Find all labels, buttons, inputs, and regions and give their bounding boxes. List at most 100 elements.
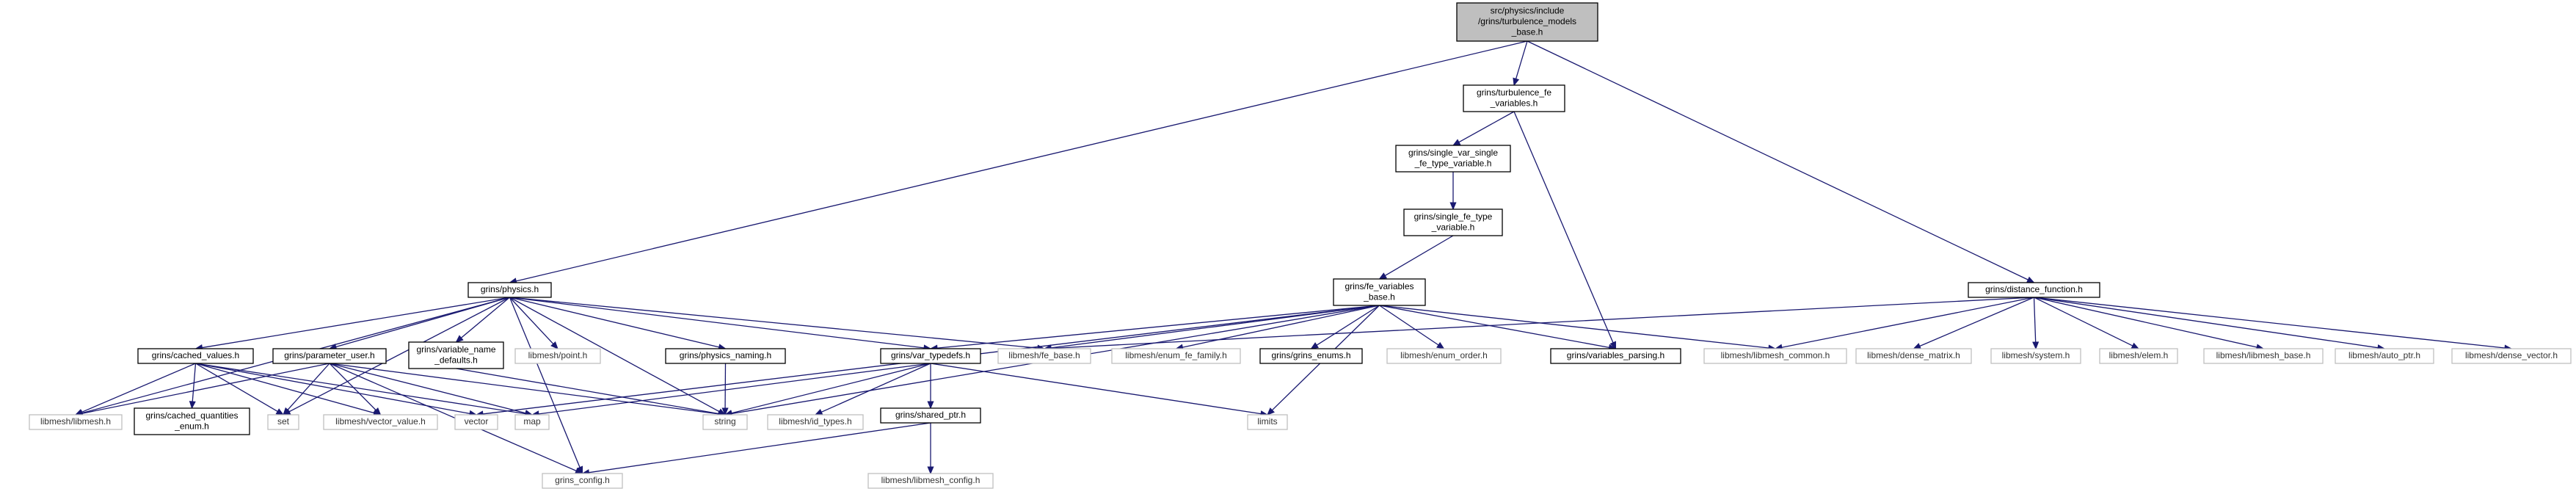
edge-fe_vars_base-to-libmesh_common	[1379, 305, 1769, 349]
node-label: grins/cached_quantities	[145, 410, 238, 421]
node-box	[408, 341, 504, 369]
node-box	[1463, 84, 1565, 112]
node-cached-values[interactable]: grins/cached_values.h	[137, 348, 254, 364]
node-label: grins/variable_name	[416, 344, 495, 355]
node-enum-fe-family: libmesh/enum_fe_family.h	[1111, 348, 1241, 364]
node-box	[514, 348, 601, 364]
node-label: _base.h	[1363, 291, 1395, 302]
node-single-var[interactable]: grins/single_var_single_fe_type_variable…	[1395, 145, 1511, 173]
arrowhead-icon	[283, 407, 291, 416]
edge-root-to-distance	[1527, 40, 2029, 280]
node-box	[1395, 145, 1511, 173]
node-box	[2335, 348, 2434, 364]
arrowhead-icon	[1609, 341, 1617, 350]
arrowhead-icon	[189, 401, 196, 410]
arrowhead-icon	[1449, 202, 1457, 211]
node-label: _defaults.h	[434, 355, 478, 365]
node-physics[interactable]: grins/physics.h	[467, 282, 552, 298]
node-label: _base.h	[1511, 27, 1543, 37]
edge-root-to-physics	[516, 40, 1528, 282]
node-label: grins/cached_values.h	[152, 350, 239, 360]
node-phys-naming[interactable]: grins/physics_naming.h	[665, 348, 786, 364]
node-shared-ptr[interactable]: grins/shared_ptr.h	[880, 407, 981, 424]
node-vars-parsing[interactable]: grins/variables_parsing.h	[1550, 348, 1681, 364]
node-box	[1259, 348, 1363, 364]
node-label: _enum.h	[174, 421, 209, 431]
node-limits: limits	[1247, 414, 1288, 430]
node-label: libmesh/vector_value.h	[335, 416, 426, 427]
node-box	[767, 414, 864, 430]
edge-distance-to-dense_vector	[2034, 297, 2506, 349]
node-vector: vector	[454, 414, 498, 430]
node-param-user[interactable]: grins/parameter_user.h	[272, 348, 387, 364]
edge-var_typedefs-to-id_types	[821, 363, 931, 413]
arrowhead-icon	[455, 335, 464, 343]
edge-single_fe-to-fe_vars_base	[1384, 235, 1454, 277]
node-box	[702, 414, 748, 430]
node-point: libmesh/point.h	[514, 348, 601, 364]
node-label: grins/physics.h	[481, 284, 539, 294]
node-cached-q-enum[interactable]: grins/cached_quantities_enum.h	[134, 407, 250, 435]
node-single-fe[interactable]: grins/single_fe_type_variable.h	[1403, 208, 1503, 236]
edge-distance-to-fe_base	[1050, 297, 2034, 349]
node-box	[880, 348, 981, 364]
node-libmesh-config: libmesh/libmesh_config.h	[867, 473, 994, 489]
node-box	[867, 473, 994, 489]
node-map: map	[514, 414, 550, 430]
edge-distance-to-elem	[2034, 297, 2133, 347]
edge-shared_ptr-to-grins_config	[589, 422, 931, 474]
edge-cached_values-to-set	[195, 363, 278, 413]
node-var-typedefs[interactable]: grins/var_typedefs.h	[880, 348, 981, 364]
edge-cached_values-to-map	[195, 363, 526, 415]
edge-cached_values-to-libmesh_h	[81, 363, 196, 413]
edge-var_typedefs-to-limits	[930, 363, 1262, 415]
node-box	[997, 348, 1091, 364]
node-var-name-def[interactable]: grins/variable_name_defaults.h	[408, 341, 504, 369]
node-label: grins/var_typedefs.h	[891, 350, 970, 360]
arrowhead-icon	[550, 341, 559, 349]
edge-distance-to-system	[2033, 297, 2037, 343]
node-box	[323, 414, 438, 430]
edges-layer	[74, 40, 2513, 476]
node-label: grins/fe_variables	[1345, 281, 1413, 291]
node-box	[1855, 348, 1972, 364]
edge-physics-to-grins_config	[509, 297, 581, 468]
arrowhead-icon	[1913, 343, 1922, 349]
arrowhead-icon	[2026, 276, 2035, 283]
arrowhead-icon	[1452, 139, 1461, 146]
node-label: limits	[1257, 416, 1277, 427]
node-label: string	[714, 416, 735, 427]
node-grins-enums[interactable]: grins/grins_enums.h	[1259, 348, 1363, 364]
node-label: libmesh/libmesh.h	[40, 416, 111, 427]
node-label: vector	[465, 416, 489, 427]
node-label: libmesh/enum_fe_family.h	[1125, 350, 1227, 360]
node-distance[interactable]: grins/distance_function.h	[1968, 282, 2100, 298]
node-label: _variable.h	[1431, 222, 1475, 232]
node-label: map	[523, 416, 541, 427]
node-box	[1550, 348, 1681, 364]
node-libmesh-base: libmesh/libmesh_base.h	[2203, 348, 2324, 364]
node-label: grins/variables_parsing.h	[1567, 350, 1664, 360]
node-set: set	[267, 414, 299, 430]
node-box	[137, 348, 254, 364]
node-label: grins/grins_enums.h	[1271, 350, 1350, 360]
node-label: grins/parameter_user.h	[284, 350, 374, 360]
node-turb-fe-vars[interactable]: grins/turbulence_fe_variables.h	[1463, 84, 1565, 112]
edge-physics-to-var_typedefs	[509, 297, 925, 349]
node-fe-vars-base[interactable]: grins/fe_variables_base.h	[1333, 278, 1426, 306]
node-id-types: libmesh/id_types.h	[767, 414, 864, 430]
node-vector-value: libmesh/vector_value.h	[323, 414, 438, 430]
node-box	[1990, 348, 2081, 364]
edge-physics-to-var_name_def	[460, 297, 510, 338]
edge-distance-to-libmesh_base	[2034, 297, 2257, 348]
node-box	[880, 407, 981, 424]
node-label: _fe_type_variable.h	[1414, 158, 1492, 168]
node-dense-vector: libmesh/dense_vector.h	[2451, 348, 2572, 364]
node-root[interactable]: src/physics/include/grins/turbulence_mod…	[1456, 2, 1598, 42]
node-label: grins/single_var_single	[1408, 148, 1498, 158]
node-box	[454, 414, 498, 430]
node-box	[267, 414, 299, 430]
edge-cached_values-to-vector_value	[195, 363, 375, 414]
edge-var_typedefs-to-string	[731, 363, 931, 414]
